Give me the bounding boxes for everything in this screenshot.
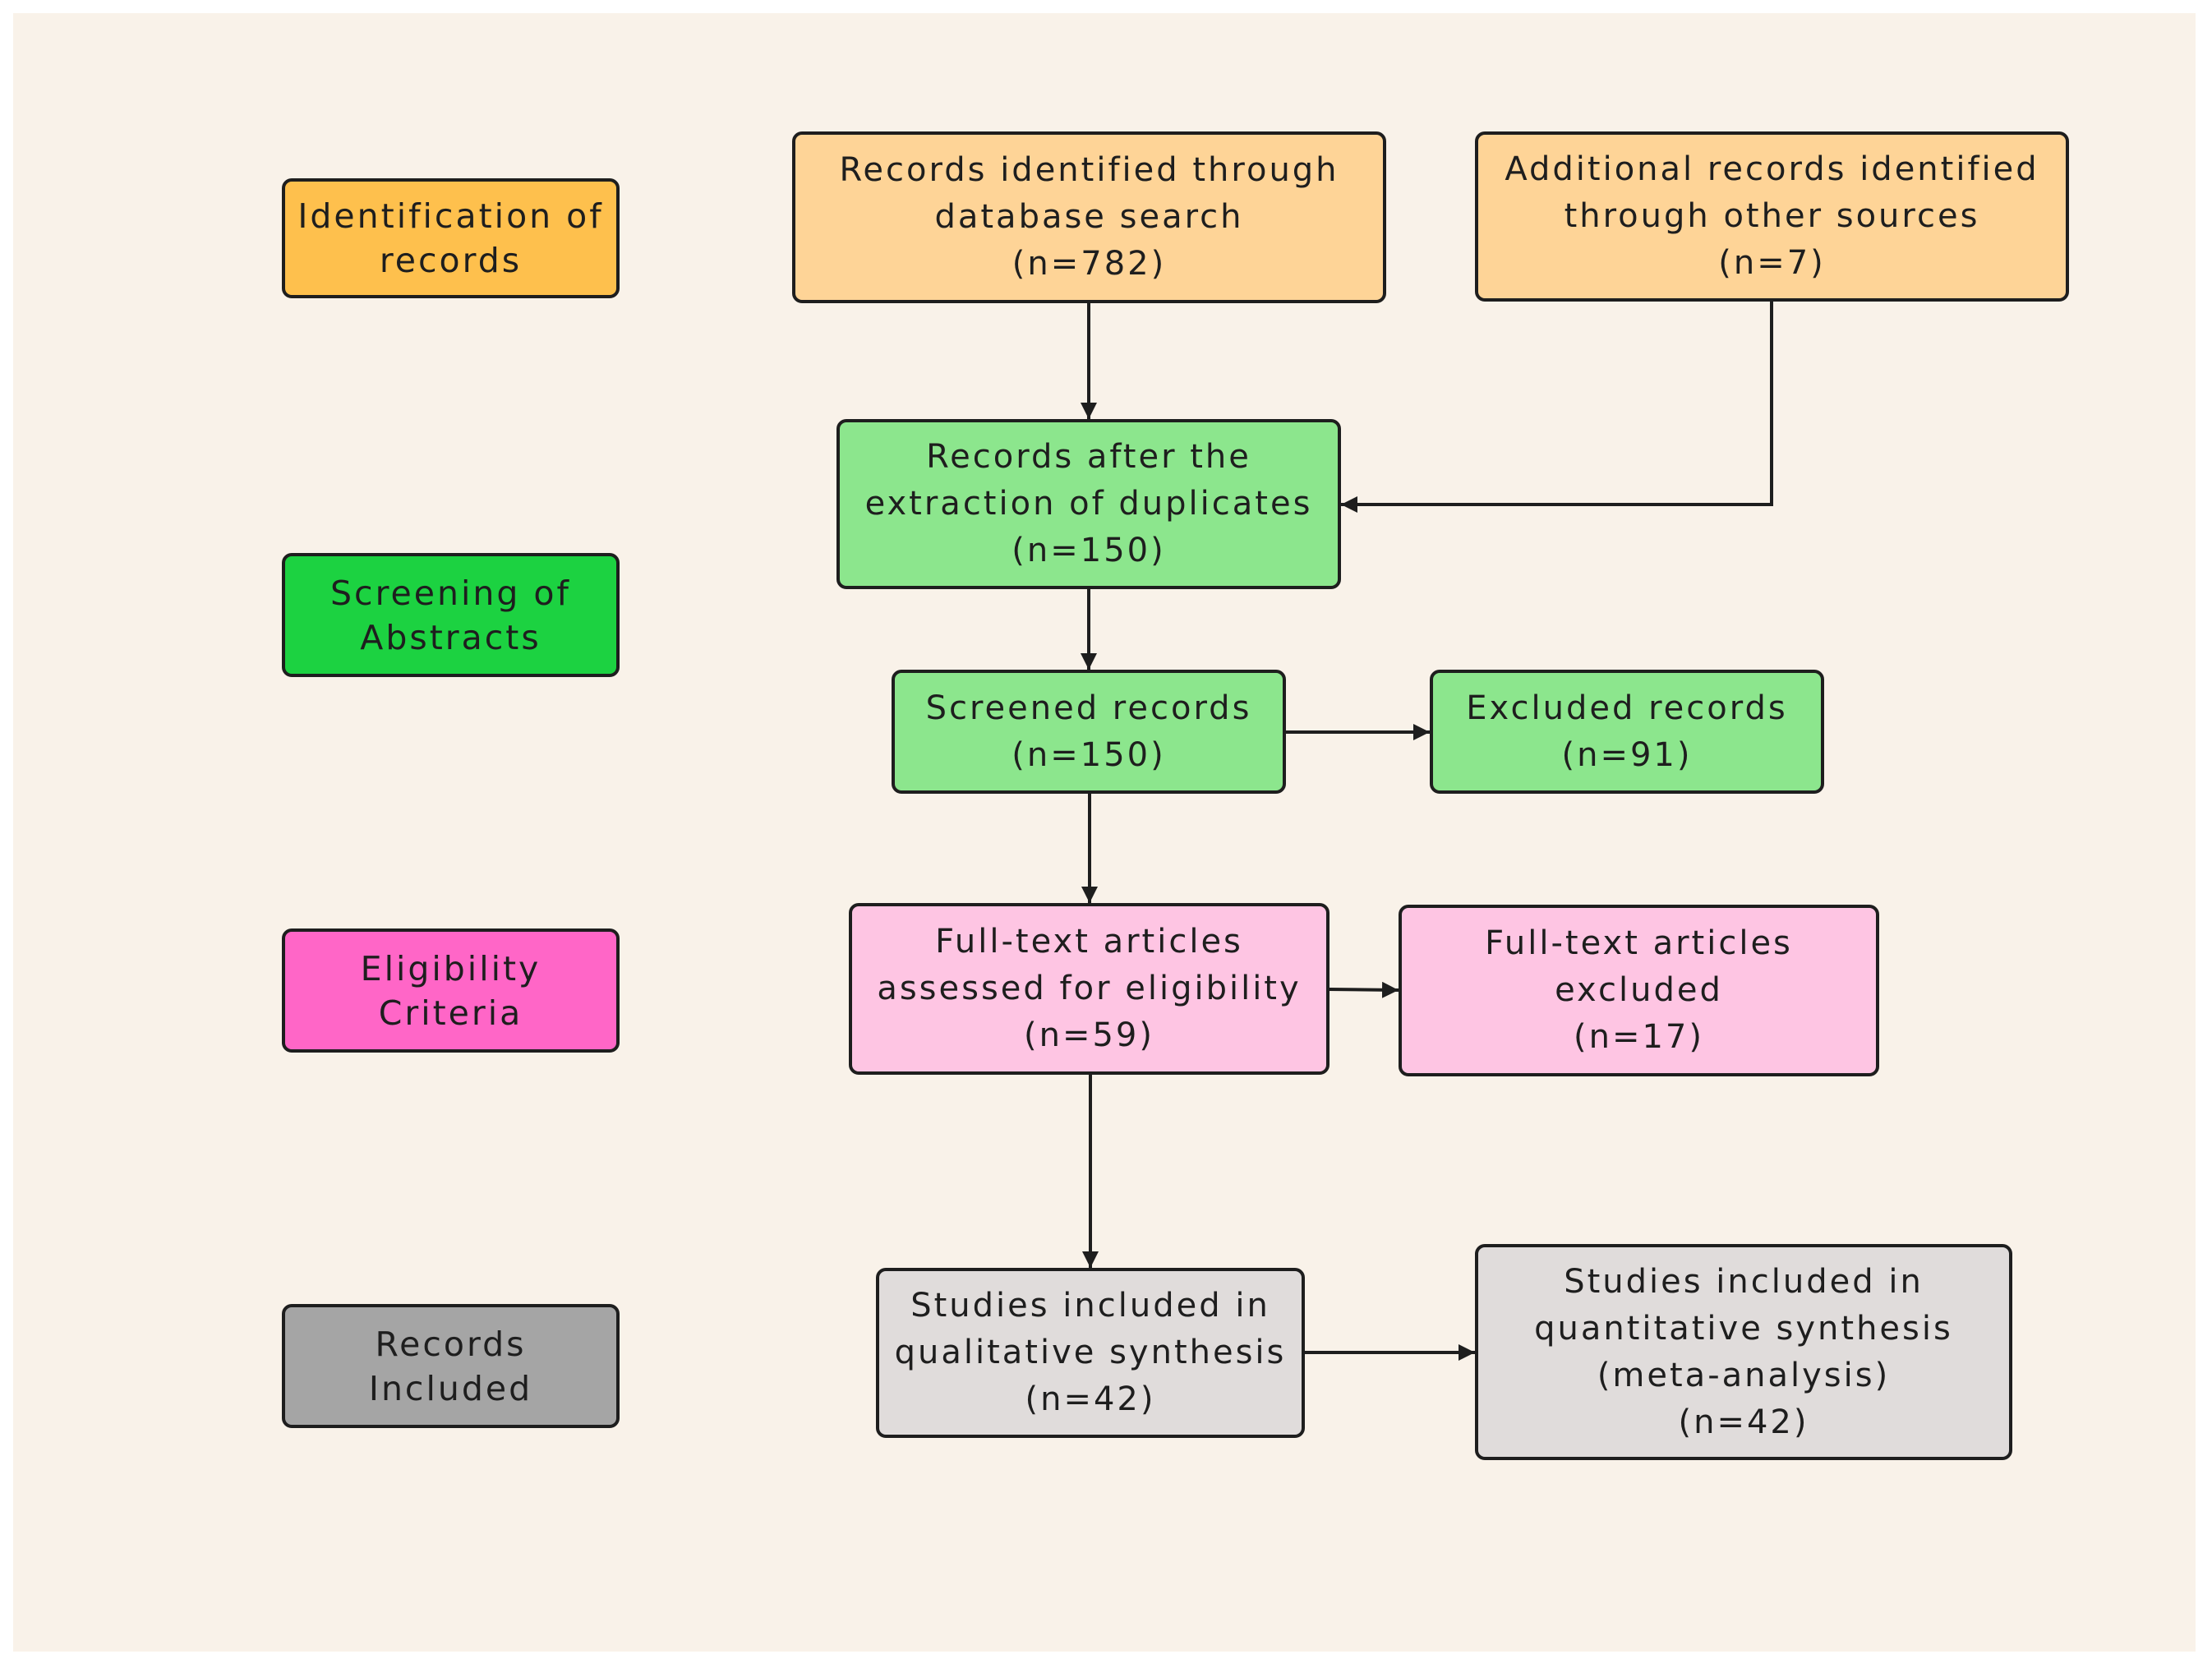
stage-eligibility-line-2: Criteria bbox=[378, 993, 523, 1033]
box-other-sources: Additional records identified through ot… bbox=[1475, 131, 2069, 302]
stage-screening-line-2: Abstracts bbox=[360, 617, 541, 657]
box-quantitative-synthesis-line-2: quantitative synthesis bbox=[1534, 1309, 1953, 1348]
box-after-duplicates: Records after the extraction of duplicat… bbox=[836, 419, 1341, 589]
box-after-duplicates-count: (n=150) bbox=[1012, 532, 1166, 569]
box-after-duplicates-line-2: extraction of duplicates bbox=[864, 485, 1313, 523]
box-other-sources-line-1: Additional records identified bbox=[1505, 150, 2039, 188]
box-database-search-line-1: Records identified through bbox=[839, 151, 1339, 189]
box-fulltext-assessed-line-1: Full-text articles bbox=[935, 923, 1243, 961]
box-fulltext-assessed: Full-text articles assessed for eligibil… bbox=[849, 903, 1330, 1075]
box-database-search-line-2: database search bbox=[934, 198, 1244, 236]
box-qualitative-synthesis-line-2: qualitative synthesis bbox=[894, 1334, 1287, 1371]
stage-identification-line-2: records bbox=[379, 241, 523, 280]
box-other-sources-line-2: through other sources bbox=[1564, 197, 1980, 235]
box-quantitative-synthesis-line-3: (meta-analysis) bbox=[1597, 1356, 1891, 1394]
stage-eligibility: Eligibility Criteria bbox=[282, 928, 620, 1053]
box-fulltext-excluded-line-2: excluded bbox=[1555, 971, 1723, 1009]
box-fulltext-assessed-count: (n=59) bbox=[1024, 1016, 1154, 1054]
box-screened-records-count: (n=150) bbox=[1012, 735, 1166, 774]
stage-screening: Screening of Abstracts bbox=[282, 553, 620, 677]
stage-included-line-2: Included bbox=[368, 1368, 533, 1408]
box-fulltext-excluded-line-1: Full-text articles bbox=[1485, 924, 1793, 962]
box-quantitative-synthesis-count: (n=42) bbox=[1678, 1403, 1809, 1441]
box-screened-records-line-1: Screened records bbox=[925, 689, 1252, 727]
box-qualitative-synthesis-line-1: Studies included in bbox=[910, 1287, 1270, 1325]
box-after-duplicates-line-1: Records after the bbox=[926, 438, 1251, 476]
stage-included-line-1: Records bbox=[375, 1324, 527, 1364]
box-quantitative-synthesis-line-1: Studies included in bbox=[1564, 1262, 1924, 1301]
box-quantitative-synthesis: Studies included in quantitative synthes… bbox=[1475, 1244, 2012, 1460]
box-fulltext-assessed-line-2: assessed for eligibility bbox=[877, 970, 1302, 1007]
box-excluded-records: Excluded records (n=91) bbox=[1430, 670, 1824, 794]
box-qualitative-synthesis: Studies included in qualitative synthesi… bbox=[876, 1268, 1305, 1438]
box-database-search-count: (n=782) bbox=[1012, 245, 1167, 283]
stage-identification-line-1: Identification of bbox=[297, 196, 604, 236]
stage-screening-line-1: Screening of bbox=[330, 573, 571, 613]
box-database-search: Records identified through database sear… bbox=[792, 131, 1386, 303]
box-screened-records: Screened records (n=150) bbox=[892, 670, 1286, 794]
box-qualitative-synthesis-count: (n=42) bbox=[1025, 1380, 1156, 1418]
box-excluded-records-line-1: Excluded records bbox=[1466, 689, 1788, 727]
box-fulltext-excluded-count: (n=17) bbox=[1574, 1018, 1704, 1056]
stage-included: Records Included bbox=[282, 1304, 620, 1428]
box-other-sources-count: (n=7) bbox=[1718, 244, 1826, 282]
box-fulltext-excluded: Full-text articles excluded (n=17) bbox=[1399, 905, 1879, 1076]
stage-identification: Identification of records bbox=[282, 178, 620, 298]
stage-eligibility-line-1: Eligibility bbox=[360, 948, 541, 988]
box-excluded-records-count: (n=91) bbox=[1561, 735, 1693, 774]
